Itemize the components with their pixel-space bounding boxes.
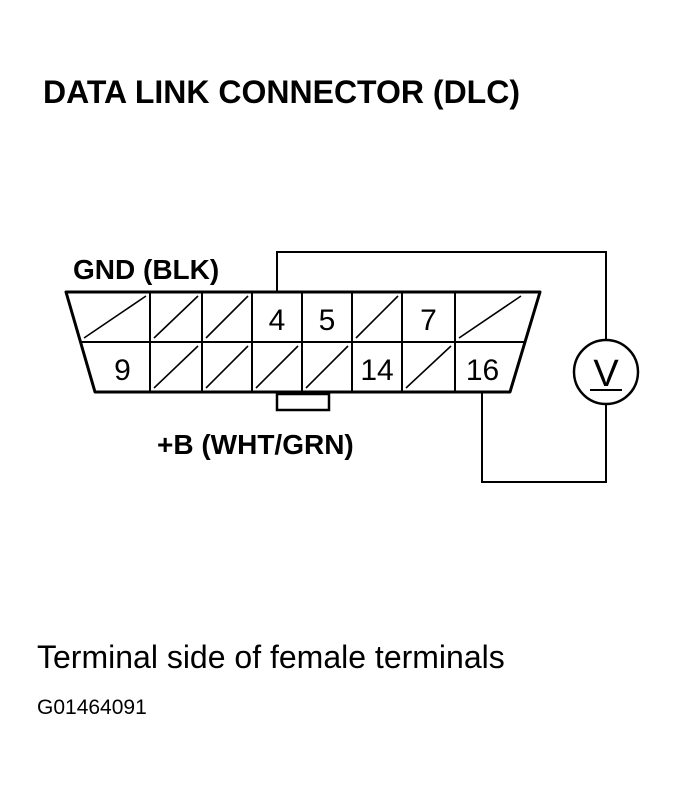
caption: Terminal side of female terminals [37, 639, 505, 675]
terminal-9-label: 9 [114, 354, 131, 387]
terminal-16-label: 16 [466, 354, 499, 387]
terminal-14-label: 14 [360, 354, 393, 387]
diagram-title: DATA LINK CONNECTOR (DLC) [43, 74, 520, 110]
voltmeter-icon: V [572, 338, 640, 406]
unused-terminal-mark [355, 295, 399, 339]
battery-label: +B (WHT/GRN) [157, 429, 354, 460]
voltmeter-symbol: V [593, 353, 619, 395]
terminal-5-label: 5 [319, 304, 336, 337]
ground-wire [276, 251, 607, 340]
voltmeter-circuit [276, 251, 607, 483]
terminal-4-label: 4 [269, 304, 286, 337]
unused-terminal-mark [83, 295, 147, 339]
unused-terminal-mark [153, 295, 199, 339]
unused-terminal-mark [255, 345, 299, 389]
terminal-7-label: 7 [420, 304, 437, 337]
unused-terminal-mark [405, 345, 452, 389]
unused-terminal-mark [205, 345, 249, 389]
unused-terminal-mark [305, 345, 349, 389]
connector-outline [64, 290, 542, 394]
unused-terminal-mark [458, 295, 522, 339]
battery-wire [481, 392, 607, 483]
ground-label: GND (BLK) [73, 254, 219, 285]
figure-code: G01464091 [37, 696, 147, 719]
connector-latch [275, 392, 331, 412]
unused-terminal-mark [205, 295, 249, 339]
unused-terminal-mark [153, 345, 199, 389]
